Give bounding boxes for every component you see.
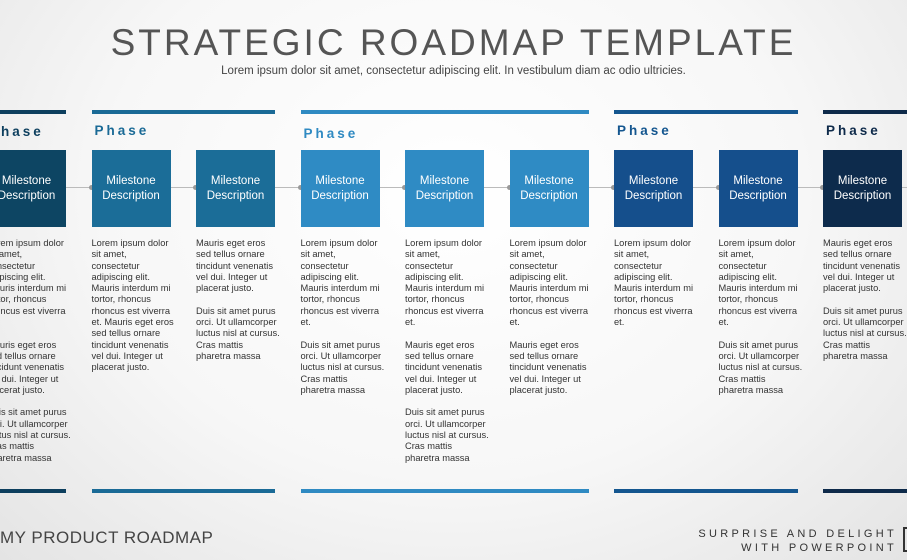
description-paragraph: Mauris eget eros sed tellus ornare tinci…: [196, 238, 274, 294]
milestone-box: Milestone Description: [91, 150, 171, 227]
description-paragraph: Lorem ipsum dolor sit amet, consectetur …: [91, 238, 174, 373]
milestone-box: Milestone Description: [509, 150, 589, 227]
timeline-node: [402, 185, 407, 190]
milestone-label: Milestone Description: [415, 174, 474, 202]
phase-label: Phase: [94, 123, 150, 138]
description-paragraph: Mauris eget eros sed tellus ornare tinci…: [405, 339, 483, 395]
description-paragraph: Lorem ipsum dolor sit amet, consectetur …: [300, 238, 380, 328]
milestone-box: Milestone Description: [718, 150, 798, 227]
milestone-box: Milestone Description: [196, 150, 275, 227]
page-title: STRATEGIC ROADMAP TEMPLATE: [110, 22, 797, 63]
milestone-box: Milestone Description: [614, 150, 693, 227]
phase-label: Phase: [617, 123, 672, 138]
milestone-description: Lorem ipsum dolor sit amet, consectetur …: [92, 238, 176, 385]
description-paragraph: Lorem ipsum dolor sit amet, consectetur …: [718, 238, 798, 328]
milestone-description: Lorem ipsum dolor sit amet, consectetur …: [719, 238, 803, 407]
phase-bar-bottom: [91, 489, 275, 493]
phase-label: Phase: [303, 126, 359, 141]
milestone-label: Milestone Description: [102, 174, 160, 202]
phase-bar-bottom: [0, 489, 66, 493]
milestone-box: Milestone Description: [823, 150, 902, 227]
timeline-node: [88, 185, 94, 190]
milestone-label: Milestone Description: [833, 174, 892, 202]
footer-tagline-line1: SURPRISE AND DELIGHT: [698, 528, 897, 540]
milestone-label: Milestone Description: [206, 174, 265, 202]
phase-label: Phase: [0, 124, 44, 139]
description-paragraph: Duis sit amet purus orci. Ut ullamcorper…: [405, 407, 489, 463]
description-paragraph: Lorem ipsum dolor sit amet, consectetur …: [614, 238, 694, 328]
phase-bar-top: [823, 110, 907, 114]
phase-bar-bottom: [614, 489, 798, 493]
description-paragraph: Duis sit amet purus orci. Ut ullamcorper…: [300, 339, 385, 395]
description-paragraph: Lorem ipsum dolor sit amet, consectetur …: [0, 238, 67, 316]
description-paragraph: Mauris eget eros sed tellus ornare tinci…: [509, 339, 587, 395]
description-paragraph: Lorem ipsum dolor sit amet, consectetur …: [405, 238, 485, 328]
description-paragraph: Duis sit amet purus orci. Ut ullamcorper…: [196, 305, 280, 361]
page-subtitle: Lorem ipsum dolor sit amet, consectetur …: [221, 65, 686, 77]
description-paragraph: Duis sit amet purus orci. Ut ullamcorper…: [718, 339, 803, 395]
milestone-label: Milestone Description: [311, 174, 369, 202]
description-paragraph: Duis sit amet purus orci. Ut ullamcorper…: [0, 407, 71, 463]
timeline-node: [715, 185, 721, 190]
milestone-box: Milestone Description: [300, 150, 380, 227]
milestone-description: Lorem ipsum dolor sit amet, consectetur …: [405, 238, 489, 475]
milestone-description: Lorem ipsum dolor sit amet, consectetur …: [301, 238, 385, 407]
description-paragraph: Mauris eget eros sed tellus ornare tinci…: [0, 339, 65, 395]
timeline-node: [820, 185, 825, 190]
timeline-node: [506, 185, 512, 190]
timeline-node: [611, 185, 616, 190]
milestone-box: Milestone Description: [405, 150, 484, 227]
description-paragraph: Duis sit amet purus orci. Ut ullamcorper…: [823, 305, 907, 361]
footer-tagline: SURPRISE AND DELIGHT WITH POWERPOINT: [698, 528, 897, 555]
milestone-description: Lorem ipsum dolor sit amet, consectetur …: [0, 238, 71, 475]
milestone-description: Lorem ipsum dolor sit amet, consectetur …: [614, 238, 698, 340]
milestone-label: Milestone Description: [729, 174, 787, 202]
description-paragraph: Mauris eget eros sed tellus ornare tinci…: [823, 238, 901, 294]
phase-label: Phase: [826, 123, 881, 138]
phase-bar-top: [300, 110, 589, 114]
timeline-node: [193, 185, 198, 190]
milestone-label: Milestone Description: [520, 174, 578, 202]
milestone-description: Mauris eget eros sed tellus ornare tinci…: [196, 238, 280, 374]
milestone-box: Milestone Description: [0, 150, 66, 227]
milestone-description: Mauris eget eros sed tellus ornare tinci…: [823, 238, 907, 374]
footer-title: MY PRODUCT ROADMAP: [0, 528, 214, 547]
timeline-node: [297, 185, 303, 190]
logo-mark: [903, 527, 907, 552]
phase-bar-bottom: [300, 489, 589, 493]
phase-bar-top: [0, 110, 66, 114]
phase-bar-top: [614, 110, 798, 114]
milestone-label: Milestone Description: [0, 174, 56, 202]
phase-bar-top: [91, 110, 275, 114]
milestone-label: Milestone Description: [624, 174, 683, 202]
milestone-description: Lorem ipsum dolor sit amet, consectetur …: [510, 238, 594, 407]
phase-bar-bottom: [823, 489, 907, 493]
description-paragraph: Lorem ipsum dolor sit amet, consectetur …: [509, 238, 589, 328]
footer-tagline-line2: WITH POWERPOINT: [741, 541, 897, 554]
